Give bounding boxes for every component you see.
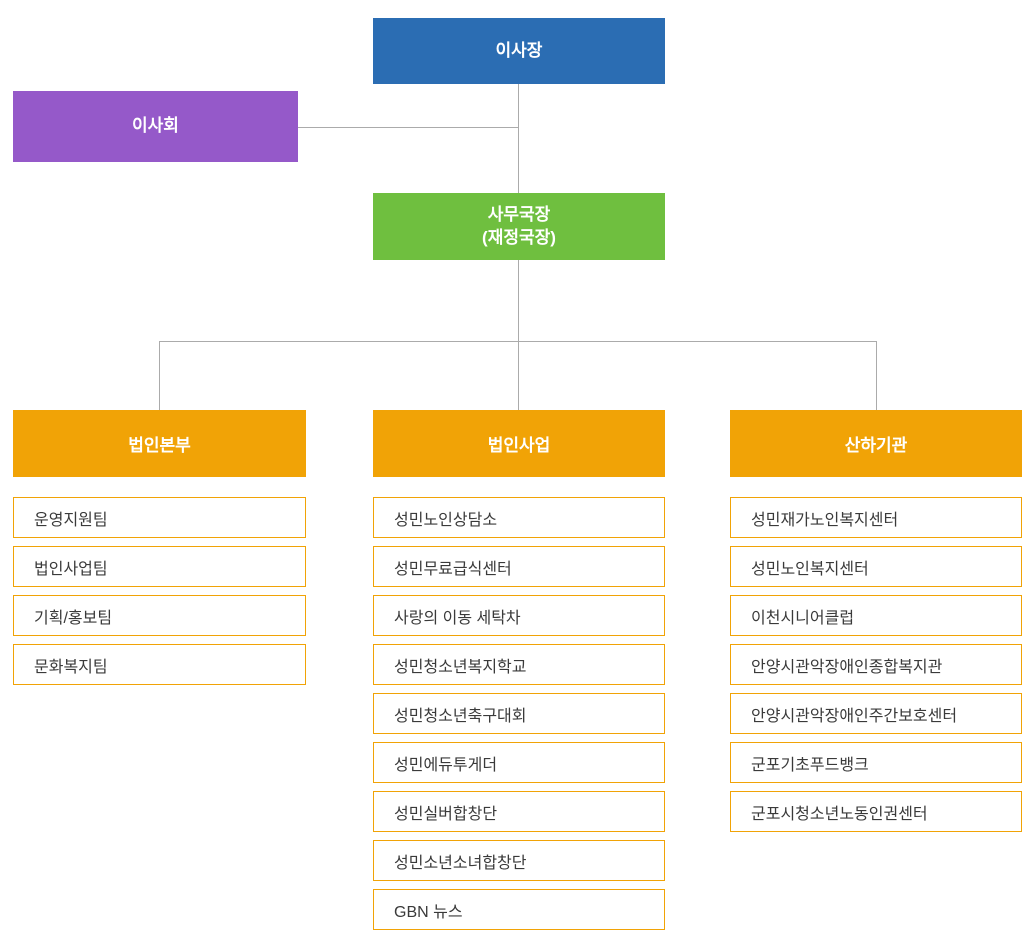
list-item-label: 안양시관악장애인주간보호센터 [751,707,958,725]
list-item-label: 성민재가노인복지센터 [751,511,899,529]
list-item: GBN 뉴스 [373,889,665,930]
column-business: 법인사업 성민노인상담소 성민무료급식센터 사랑의 이동 세탁차 성민청소년복지… [373,410,665,938]
list-item-label: 성민에듀투게더 [394,756,498,774]
list-item-label: 성민노인복지센터 [751,560,869,578]
list-item: 안양시관악장애인종합복지관 [730,644,1022,685]
column-header-business: 법인사업 [373,410,665,477]
list-item-label: 성민청소년축구대회 [394,707,527,725]
list-item: 성민노인복지센터 [730,546,1022,587]
list-item-label: 문화복지팀 [34,658,108,676]
list-item: 문화복지팀 [13,644,306,685]
secretary-subtitle: (재정국장) [482,227,556,247]
list-item-label: 사랑의 이동 세탁차 [394,609,521,627]
list-item: 기획/홍보팀 [13,595,306,636]
list-item-label: GBN 뉴스 [394,903,463,921]
list-item-label: 성민노인상담소 [394,511,498,529]
node-chairman: 이사장 [373,18,665,84]
column-header-affiliates: 산하기관 [730,410,1022,477]
list-item: 성민에듀투게더 [373,742,665,783]
column-header-corporate-hq: 법인본부 [13,410,306,477]
column-corporate-hq: 법인본부 운영지원팀 법인사업팀 기획/홍보팀 문화복지팀 [13,410,306,693]
connector-secretary-down [518,260,519,341]
connector-stub-left [159,341,160,410]
list-item-label: 군포시청소년노동인권센터 [751,805,928,823]
node-secretary: 사무국장 (재정국장) [373,193,665,260]
list-item-label: 법인사업팀 [34,560,108,578]
list-item: 법인사업팀 [13,546,306,587]
list-item: 성민재가노인복지센터 [730,497,1022,538]
list-item: 성민실버합창단 [373,791,665,832]
list-item: 군포기초푸드뱅크 [730,742,1022,783]
list-item-label: 성민무료급식센터 [394,560,512,578]
column-list-corporate-hq: 운영지원팀 법인사업팀 기획/홍보팀 문화복지팀 [13,497,306,685]
list-item: 성민소년소녀합창단 [373,840,665,881]
list-item: 운영지원팀 [13,497,306,538]
list-item: 군포시청소년노동인권센터 [730,791,1022,832]
list-item: 사랑의 이동 세탁차 [373,595,665,636]
column-list-affiliates: 성민재가노인복지센터 성민노인복지센터 이천시니어클럽 안양시관악장애인종합복지… [730,497,1022,832]
list-item-label: 안양시관악장애인종합복지관 [751,658,943,676]
connector-board-branch [298,127,518,128]
list-item-label: 성민소년소녀합창단 [394,854,527,872]
list-item: 성민청소년복지학교 [373,644,665,685]
list-item: 이천시니어클럽 [730,595,1022,636]
list-item-label: 군포기초푸드뱅크 [751,756,869,774]
list-item-label: 성민청소년복지학교 [394,658,527,676]
secretary-title: 사무국장 [487,204,551,224]
list-item: 성민청소년축구대회 [373,693,665,734]
connector-chairman-secretary [518,84,519,193]
list-item-label: 기획/홍보팀 [34,609,113,627]
list-item: 안양시관악장애인주간보호센터 [730,693,1022,734]
connector-stub-center [518,341,519,410]
list-item-label: 이천시니어클럽 [751,609,855,627]
column-list-business: 성민노인상담소 성민무료급식센터 사랑의 이동 세탁차 성민청소년복지학교 성민… [373,497,665,930]
column-affiliates: 산하기관 성민재가노인복지센터 성민노인복지센터 이천시니어클럽 안양시관악장애… [730,410,1022,840]
list-item-label: 성민실버합창단 [394,805,498,823]
list-item: 성민노인상담소 [373,497,665,538]
list-item-label: 운영지원팀 [34,511,108,529]
connector-stub-right [876,341,877,410]
node-board: 이사회 [13,91,298,162]
list-item: 성민무료급식센터 [373,546,665,587]
